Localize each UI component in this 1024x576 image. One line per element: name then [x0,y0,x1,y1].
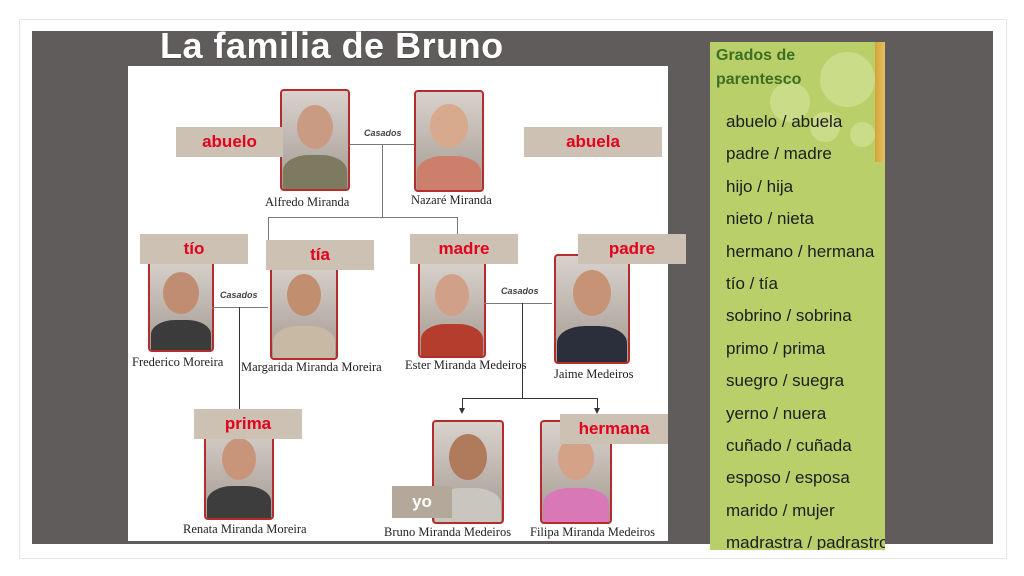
list-item: suegro / suegra [726,371,845,391]
panel-title-line1: Grados de [716,47,796,64]
panel-title: Grados de parentesco [716,44,801,92]
name-bruno: Bruno Miranda Medeiros [384,525,512,539]
arrow-to-bruno [459,408,465,414]
list-item: hermano / hermana [726,241,875,261]
photo-ester [418,260,486,358]
photo-frederico [148,256,214,352]
label-hermana: hermana [560,414,668,444]
name-renata: Renata Miranda Moreira [183,522,307,536]
list-item: tío / tía [726,273,778,293]
list-item: yerno / nuera [726,403,827,423]
list-item: primo / prima [726,338,826,358]
child-line-ester [457,217,458,242]
descent-line-grandparents [382,144,383,217]
label-padre: padre [578,234,686,264]
label-abuela: abuela [524,127,662,157]
casados-label-grandparents: Casados [364,128,402,138]
list-item: abuelo / abuela [726,112,843,131]
child-line-margarida [268,217,269,240]
kinship-panel: Grados de parentesco abuelo / abuela pad… [710,42,885,550]
casados-label-frederico-margarida: Casados [220,290,258,300]
name-jaime: Jaime Medeiros [554,367,634,381]
photo-alfredo [280,89,350,191]
child-line-bruno [462,398,463,410]
label-tio: tío [140,234,248,264]
marriage-line-frederico-margarida [212,307,268,308]
photo-nazare [414,90,484,192]
panel-edge [875,42,885,162]
slide-title: La familia de Bruno [160,25,504,66]
photo-jaime [554,254,630,364]
label-yo: yo [392,486,452,518]
descent-line-ester-jaime [522,303,523,398]
label-madre: madre [410,234,518,264]
list-item: marido / mujer [726,500,835,520]
list-item: madrastra / padrastro [726,533,885,550]
arrow-line-to-renata [239,307,240,412]
label-abuelo: abuelo [176,127,283,157]
label-prima: prima [194,409,302,439]
kinship-list: abuelo / abuela padre / madre hijo / hij… [726,106,885,550]
name-alfredo: Alfredo Miranda [265,195,350,209]
list-item: nieto / nieta [726,209,814,229]
list-item: hijo / hija [726,176,794,196]
name-margarida: Margarida Miranda Moreira [241,360,382,374]
family-tree: Casados Alfredo Miranda Nazaré Miranda F… [128,66,668,541]
name-ester: Ester Miranda Medeiros [405,358,527,372]
child-line-filipa [597,398,598,410]
list-item: esposo / esposa [726,468,850,488]
photo-margarida [270,260,338,360]
casados-label-ester-jaime: Casados [501,286,539,296]
list-item: cuñado / cuñada [726,435,852,455]
label-tia: tía [266,240,374,270]
children-bar-bruno-filipa [462,398,598,399]
name-nazare: Nazaré Miranda [411,193,492,207]
arrow-to-filipa [594,408,600,414]
children-bar [268,217,458,218]
marriage-line-grandparents [350,144,416,145]
panel-title-line2: parentesco [716,71,802,88]
name-frederico: Frederico Moreira [132,355,224,369]
marriage-line-ester-jaime [484,303,552,304]
list-item: padre / madre [726,144,832,164]
name-filipa: Filipa Miranda Medeiros [530,525,655,539]
list-item: sobrino / sobrina [726,306,852,326]
